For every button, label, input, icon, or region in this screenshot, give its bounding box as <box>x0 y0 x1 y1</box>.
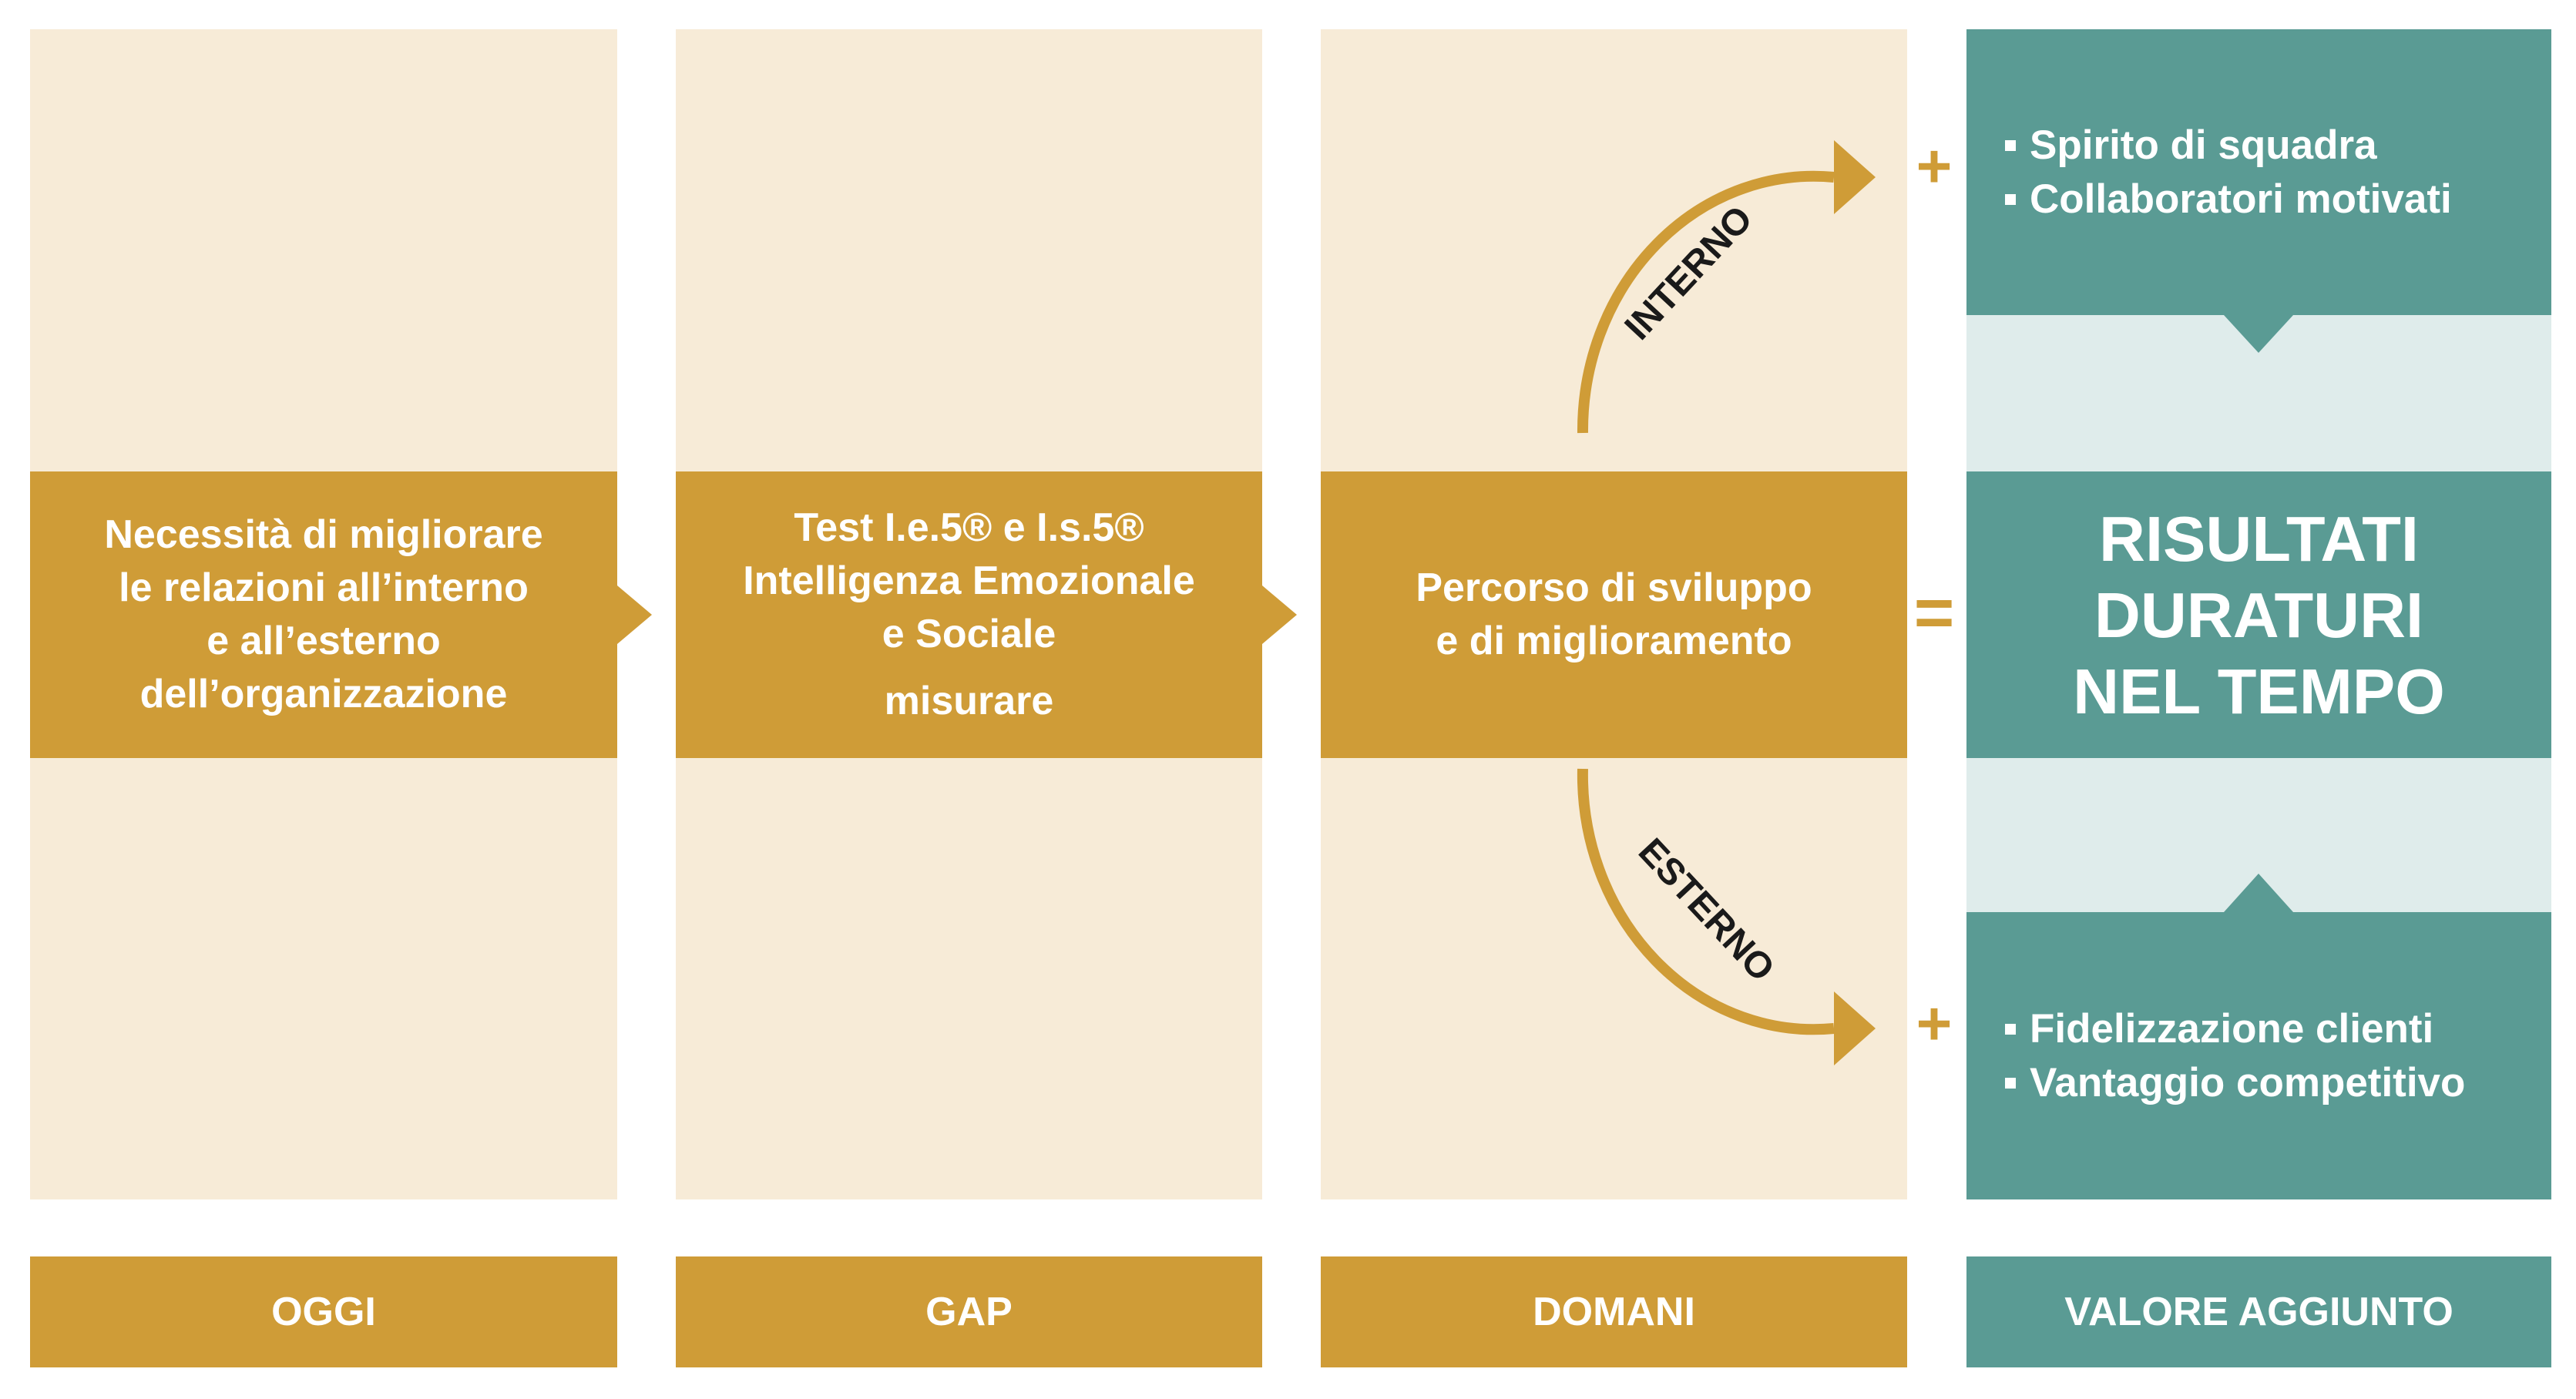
up-pointer-icon <box>2224 874 2293 912</box>
benefit-item: Spirito di squadra <box>1966 119 2551 173</box>
internal-arc-arrow <box>1577 170 1835 434</box>
external-benefits-box: Fidelizzazione clienti Vantaggio competi… <box>1966 912 2551 1199</box>
label-domani: DOMANI <box>1321 1256 1907 1367</box>
external-arc-arrow <box>1577 768 1835 1035</box>
arrow-notch-icon <box>617 585 652 644</box>
plus-sign-bottom: + <box>1916 989 1953 1058</box>
down-pointer-icon <box>2224 315 2293 353</box>
bullet-square-icon <box>2005 1023 2016 1035</box>
benefit-item: Fidelizzazione clienti <box>1966 1002 2551 1056</box>
internal-arrowhead-icon <box>1834 140 1876 214</box>
benefit-item: Collaboratori motivati <box>1966 173 2551 226</box>
gap-statement: Test I.e.5® e I.s.5® Intelligenza Emozio… <box>676 471 1262 758</box>
result-box: RISULTATI DURATURI NEL TEMPO <box>1966 471 2551 758</box>
bullet-square-icon <box>2005 139 2016 151</box>
external-arrowhead-icon <box>1834 991 1876 1065</box>
bullet-square-icon <box>2005 193 2016 205</box>
oggi-statement: Necessità di migliorare le relazioni all… <box>30 471 617 758</box>
bullet-square-icon <box>2005 1077 2016 1089</box>
domani-statement: Percorso di sviluppo e di miglioramento <box>1321 471 1907 758</box>
label-gap: GAP <box>676 1256 1262 1367</box>
equals-sign: = <box>1913 575 1955 652</box>
label-oggi: OGGI <box>30 1256 617 1367</box>
internal-benefits-box: Spirito di squadra Collaboratori motivat… <box>1966 29 2551 315</box>
label-valore-aggiunto: VALORE AGGIUNTO <box>1966 1256 2551 1367</box>
arrow-notch-icon <box>1262 585 1297 644</box>
plus-sign-top: + <box>1916 132 1953 200</box>
benefit-item: Vantaggio competitivo <box>1966 1056 2551 1110</box>
